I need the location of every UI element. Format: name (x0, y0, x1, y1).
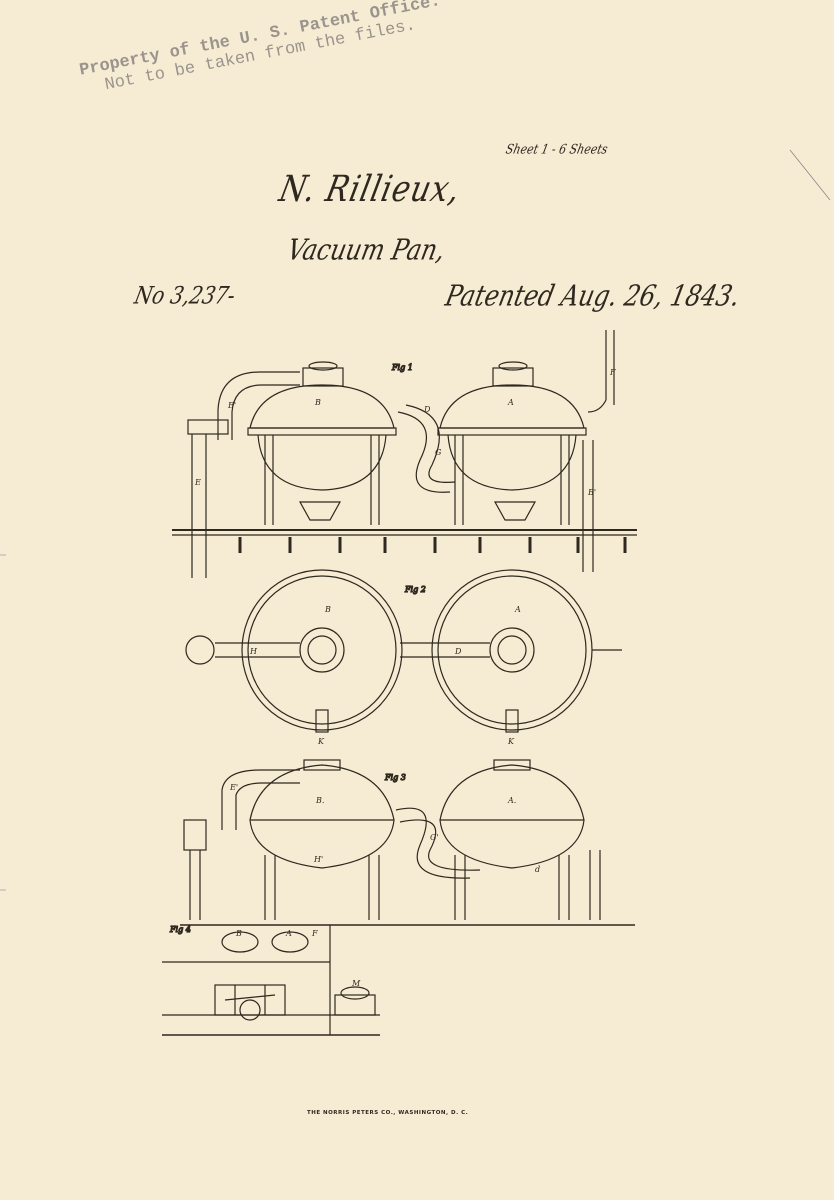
part-label: E' (227, 401, 236, 410)
part-label: F (609, 368, 616, 377)
fig2-label: Fig 2 (404, 585, 426, 594)
figure-2: Fig 2 B A H D K K (185, 569, 622, 746)
part-label: B (324, 605, 331, 614)
part-label: E' (229, 783, 238, 792)
part-label: B (235, 929, 242, 938)
part-label: D (454, 647, 462, 656)
part-label: H' (313, 855, 323, 864)
printer-credit: THE NORRIS PETERS CO., WASHINGTON, D. C. (307, 1110, 469, 1116)
fig4-label: Fig 4 (169, 925, 191, 934)
part-label: K (507, 737, 515, 746)
figure-1: Fig 1 (172, 330, 637, 578)
part-label: B. (315, 796, 324, 805)
part-label: B' (587, 488, 596, 497)
part-label: E (194, 478, 201, 487)
part-label: G' (430, 833, 439, 842)
part-label: A (514, 605, 521, 614)
part-label: G (435, 448, 442, 457)
part-label: M (351, 979, 361, 988)
figure-4: Fig 4 B A F M (162, 924, 380, 1036)
part-label: A (507, 398, 514, 407)
fig1-label: Fig 1 (391, 363, 413, 372)
part-label: A. (507, 796, 516, 805)
figure-3: Fig 3 B. A. E' H' d G' (180, 759, 635, 926)
part-label: B (314, 398, 321, 407)
part-label: K (317, 737, 325, 746)
part-label: d (535, 865, 540, 874)
part-label: F (311, 929, 318, 938)
part-label: H (249, 647, 258, 656)
fig3-label: Fig 3 (384, 773, 406, 782)
part-label: D (423, 405, 431, 414)
part-label: A (285, 929, 292, 938)
